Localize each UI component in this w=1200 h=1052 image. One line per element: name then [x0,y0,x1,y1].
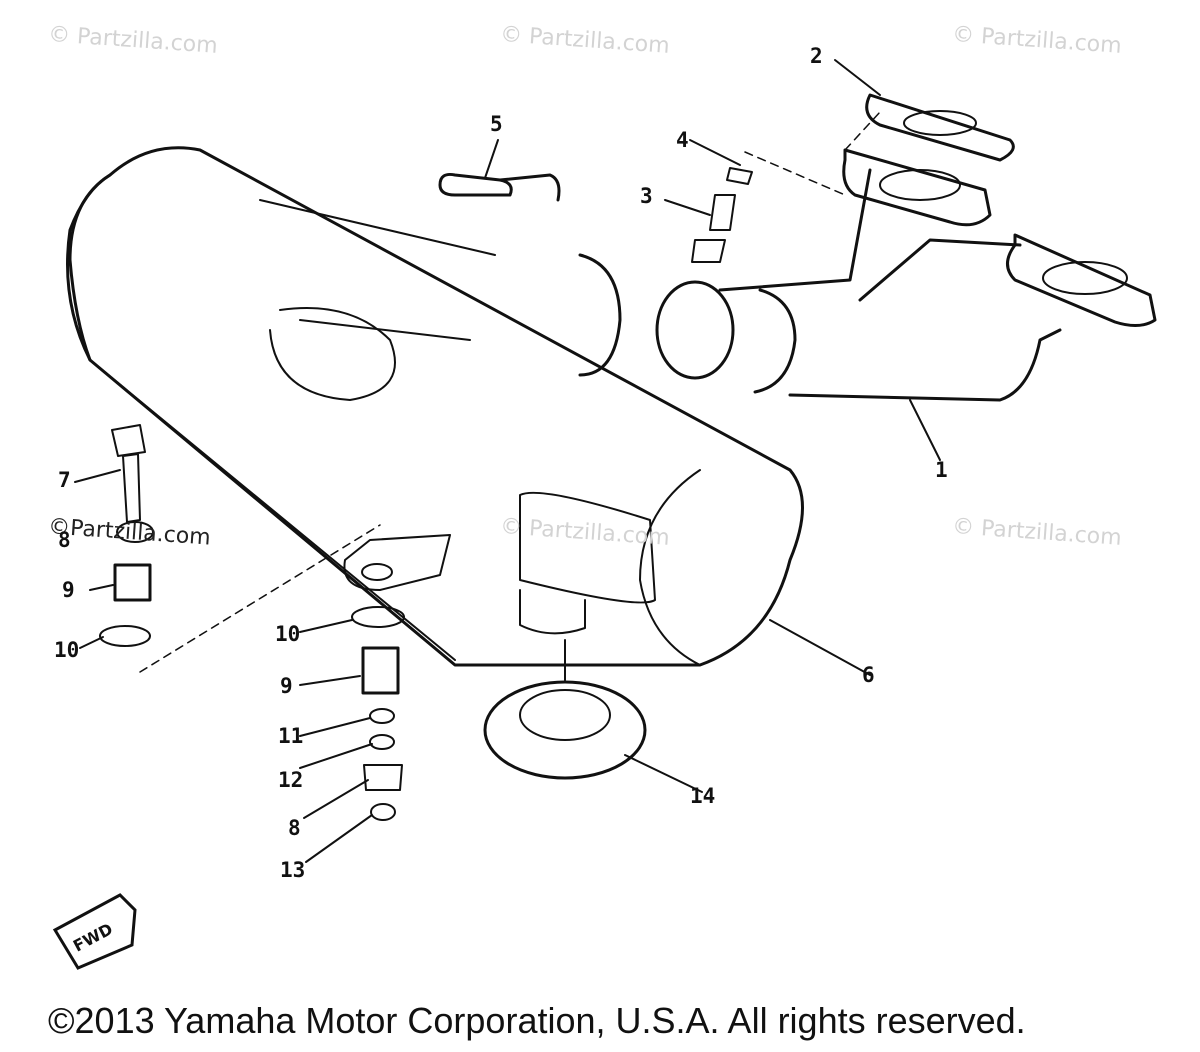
copyright-notice: ©2013 Yamaha Motor Corporation, U.S.A. A… [48,1000,1026,1041]
callout-11: 11 [278,724,304,748]
callout-9: 9 [62,578,75,602]
lockwasher-right [369,734,395,750]
callout-1: 1 [935,458,948,482]
exhaust-gasket-hole [903,110,977,136]
exhaust-pipe-body [718,168,1062,402]
muffler-bracket-hole [361,563,393,581]
collar-left [116,521,154,543]
muffler-front-cap [68,173,112,362]
clamp-nut [726,167,753,185]
callout-7: 7 [58,468,71,492]
callout-2: 2 [810,44,823,68]
nut-right [369,708,395,724]
exhaust-gasket [865,93,1015,162]
muffler-bracket [343,534,451,591]
exhaust-pipe-clamp [753,288,797,394]
muffler-inlet-pipe [259,199,496,341]
damper-left [113,563,152,602]
callout-4: 4 [676,128,689,152]
callout-13: 13 [280,858,306,882]
exhaust-pipe-sleeve [578,253,622,377]
exhaust-pipe-port-1 [879,169,961,201]
callout-5: 5 [490,112,503,136]
damper-right [361,646,400,695]
exhaust-pipe-port-2 [1042,261,1128,295]
callout-3: 3 [640,184,653,208]
muffler-outlet-window [519,491,656,604]
callout-10: 10 [54,638,80,662]
muffler-inlet-collar [269,307,396,401]
muffler-body [66,146,804,667]
clamp-bolt [691,194,736,263]
muffler-rear-end [639,469,701,666]
exhaust-pipe-head-1 [842,148,992,227]
callout-6: 6 [862,663,875,687]
tension-spring [438,173,561,202]
muffler-bottom-edge [89,359,456,661]
callout-14: 14 [690,784,716,808]
exhaust-pipe-head-2 [1006,233,1157,327]
callout-8: 8 [58,528,71,552]
callout-12: 12 [278,768,304,792]
washer-right [351,606,405,628]
mount-bolt [111,424,146,523]
grommet-inner [519,689,611,741]
washer-small [370,803,396,821]
exhaust-pipe-inlet [655,280,735,380]
callout-9b: 9 [280,674,293,698]
muffler-outlet-pipe [519,589,586,635]
forward-arrow [52,893,137,970]
collar-right [363,764,403,791]
grommet-outer [483,680,647,780]
callout-8b: 8 [288,816,301,840]
washer-left [99,625,151,647]
callout-10b: 10 [275,622,301,646]
